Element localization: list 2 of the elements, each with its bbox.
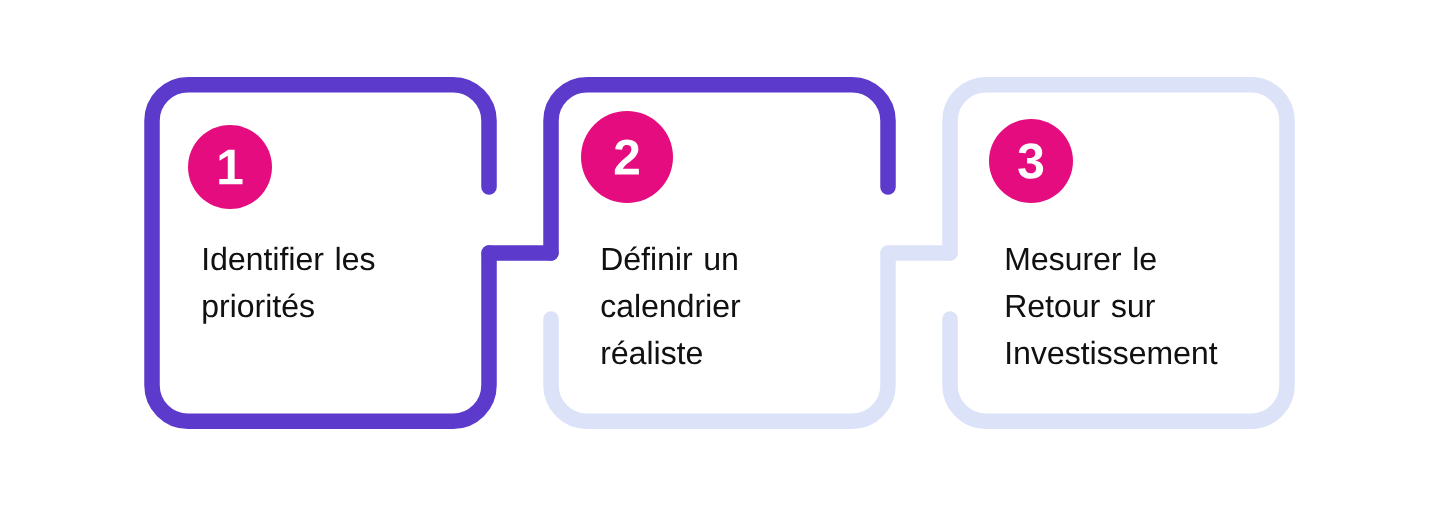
connector-line (481, 245, 559, 261)
connector-line (880, 245, 958, 261)
